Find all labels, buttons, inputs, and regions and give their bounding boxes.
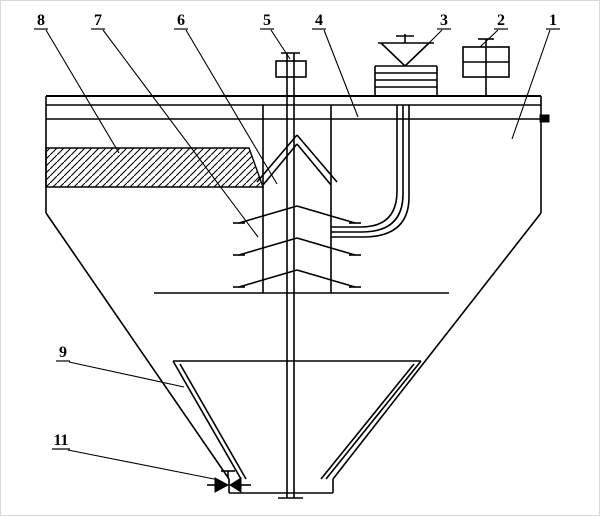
callout-4-label: 4 [315, 12, 323, 29]
inner-cone [172, 360, 422, 480]
callout-5: 5 [260, 12, 291, 60]
drive-unit [374, 34, 438, 96]
callout-3-label: 3 [440, 12, 448, 29]
overflow-box [462, 38, 510, 96]
center-shaft [275, 52, 307, 499]
callout-7: 7 [91, 12, 259, 238]
deflector-baffles [233, 205, 361, 288]
callout-5-label: 5 [263, 12, 271, 29]
callout-3: 3 [420, 12, 451, 52]
feedwell-column [256, 105, 338, 293]
discharge-valve [207, 470, 251, 493]
callout-7-label: 7 [94, 12, 102, 29]
callout-11: 11 [52, 432, 220, 481]
callout-1: 1 [511, 12, 560, 140]
callout-9-label: 9 [59, 344, 67, 361]
callout-2-label: 2 [497, 12, 505, 29]
callout-9: 9 [56, 344, 185, 388]
callout-4: 4 [312, 12, 359, 118]
feed-launder-hatched-section [45, 147, 264, 188]
tank-shell [45, 96, 542, 494]
rim-marker [539, 114, 550, 123]
callout-6-label: 6 [177, 12, 185, 29]
callout-6: 6 [174, 12, 278, 185]
callout-8: 8 [34, 12, 120, 154]
callout-1-label: 1 [549, 12, 557, 29]
feed-pipe [331, 105, 410, 238]
callout-2: 2 [479, 12, 508, 48]
callout-8-label: 8 [37, 12, 45, 29]
callouts: 8 7 6 5 4 3 2 [34, 12, 560, 481]
callout-11-label: 11 [53, 432, 68, 449]
